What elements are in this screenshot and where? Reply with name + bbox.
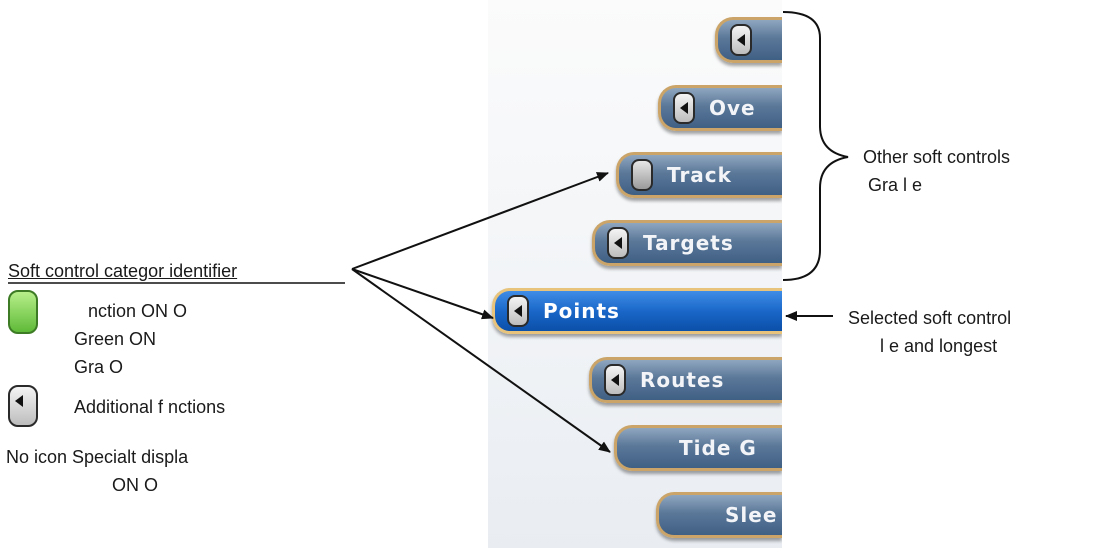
arrow-icon <box>8 385 38 427</box>
softkey-targets[interactable]: Targets <box>592 220 782 266</box>
gray-indicator-icon <box>631 159 653 191</box>
softkey-label: Targets <box>643 231 734 255</box>
legend-green-line3: Gra O <box>74 357 124 377</box>
green-indicator-icon <box>8 290 38 334</box>
legend-green-line1: nction ON O <box>88 301 188 321</box>
softkey-sleep[interactable]: Slee <box>656 492 782 538</box>
softkey-label: Routes <box>640 368 725 392</box>
softkey-overlay[interactable]: Ove <box>658 85 782 131</box>
legend-noicon-line2: ON O <box>112 475 159 495</box>
legend-noicon-line1: No icon Specialt displa <box>6 447 189 467</box>
softkey-label: Track <box>667 163 732 187</box>
softkey-label: Slee <box>725 503 778 527</box>
softkey-label: Points <box>543 299 620 323</box>
arrow-to-points <box>351 268 494 320</box>
softkey-track[interactable]: Track <box>616 152 782 198</box>
softkey-panel: Ove Track Targets Points Routes Tide G S… <box>488 0 782 548</box>
curly-brace <box>782 11 849 281</box>
callout-other-line2: Gra l e <box>868 175 923 195</box>
arrow-icon <box>730 24 752 56</box>
callout-selected-line2: l e and longest <box>880 336 998 356</box>
callout-other-line1: Other soft controls <box>863 147 1011 167</box>
softkey-label: Tide G <box>679 436 757 460</box>
softkey-label: Ove <box>709 96 756 120</box>
legend-arrow-text: Additional f nctions <box>74 397 226 417</box>
softkey-top[interactable] <box>715 17 782 63</box>
legend-heading: Soft control categor identifier <box>8 261 238 281</box>
arrow-icon <box>604 364 626 396</box>
arrow-icon <box>673 92 695 124</box>
softkey-routes[interactable]: Routes <box>589 357 782 403</box>
softkey-tide[interactable]: Tide G <box>614 425 782 471</box>
callout-selected-line1: Selected soft control <box>848 308 1012 328</box>
arrow-icon <box>507 295 529 327</box>
softkey-points[interactable]: Points <box>492 288 782 334</box>
legend-green-line2: Green ON <box>74 329 157 349</box>
arrow-icon <box>607 227 629 259</box>
